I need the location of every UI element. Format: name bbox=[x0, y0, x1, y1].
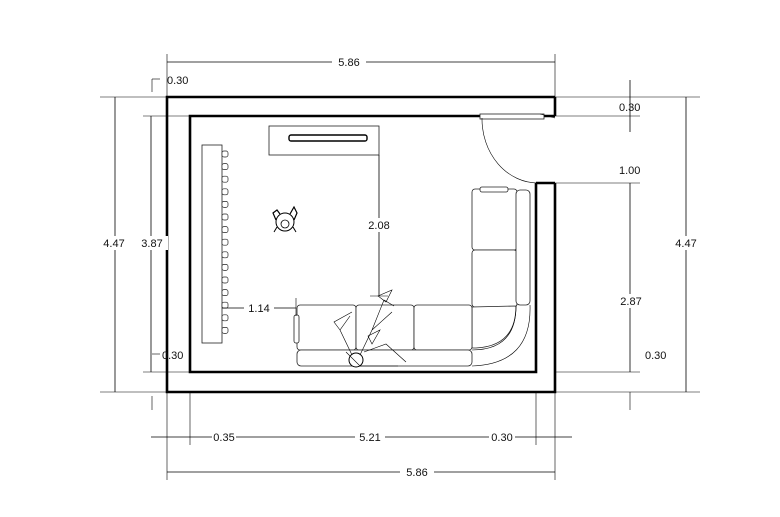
sectional-sofa bbox=[293, 186, 531, 367]
dining-chair bbox=[221, 175, 229, 183]
dining-chair bbox=[221, 226, 229, 233]
dim-bottom-width: 5.86 bbox=[406, 467, 427, 479]
dim-wall-top-left: 0.30 bbox=[167, 75, 188, 87]
tv-unit bbox=[268, 125, 380, 156]
dining-chair bbox=[221, 301, 229, 309]
dim-wall-right-bottom: 0.30 bbox=[645, 350, 666, 362]
dining-chair bbox=[221, 163, 229, 170]
reclining-person-icon bbox=[333, 289, 407, 368]
dining-chair bbox=[221, 289, 229, 296]
dim-tv-to-sofa: 2.08 bbox=[368, 220, 389, 232]
dim-right-wall-segment: 2.87 bbox=[620, 296, 641, 308]
dim-wall-right-top: 0.30 bbox=[619, 102, 640, 114]
dim-top-width: 5.86 bbox=[338, 57, 359, 69]
person-icon bbox=[272, 205, 298, 233]
dining-chair bbox=[221, 264, 229, 271]
dim-left-height: 4.47 bbox=[103, 238, 124, 250]
dimension-labels: 5.86 0.30 4.47 3.87 0.30 4.47 0.30 1.00 … bbox=[98, 55, 703, 479]
dim-bottom-right-seg: 0.30 bbox=[491, 432, 512, 444]
dining-chair bbox=[221, 238, 229, 246]
dining-chair bbox=[221, 150, 229, 158]
dining-chair bbox=[221, 213, 229, 221]
dim-right-height: 4.47 bbox=[675, 238, 696, 250]
dining-chair bbox=[221, 188, 229, 196]
dining-chair bbox=[221, 201, 229, 208]
dining-chair bbox=[221, 314, 229, 322]
dining-table bbox=[201, 144, 229, 344]
dim-bottom-left-seg: 0.35 bbox=[213, 432, 234, 444]
dining-chair bbox=[221, 327, 229, 334]
dim-bottom-mid-seg: 5.21 bbox=[359, 432, 380, 444]
dim-wall-bottom-left: 0.30 bbox=[162, 350, 183, 362]
dining-chair bbox=[221, 251, 229, 259]
dim-table-to-sofa: 1.14 bbox=[248, 303, 269, 315]
dim-door-width: 1.00 bbox=[619, 165, 640, 177]
dining-chair bbox=[221, 276, 229, 284]
door bbox=[479, 113, 556, 184]
dim-inner-height: 3.87 bbox=[141, 238, 162, 250]
